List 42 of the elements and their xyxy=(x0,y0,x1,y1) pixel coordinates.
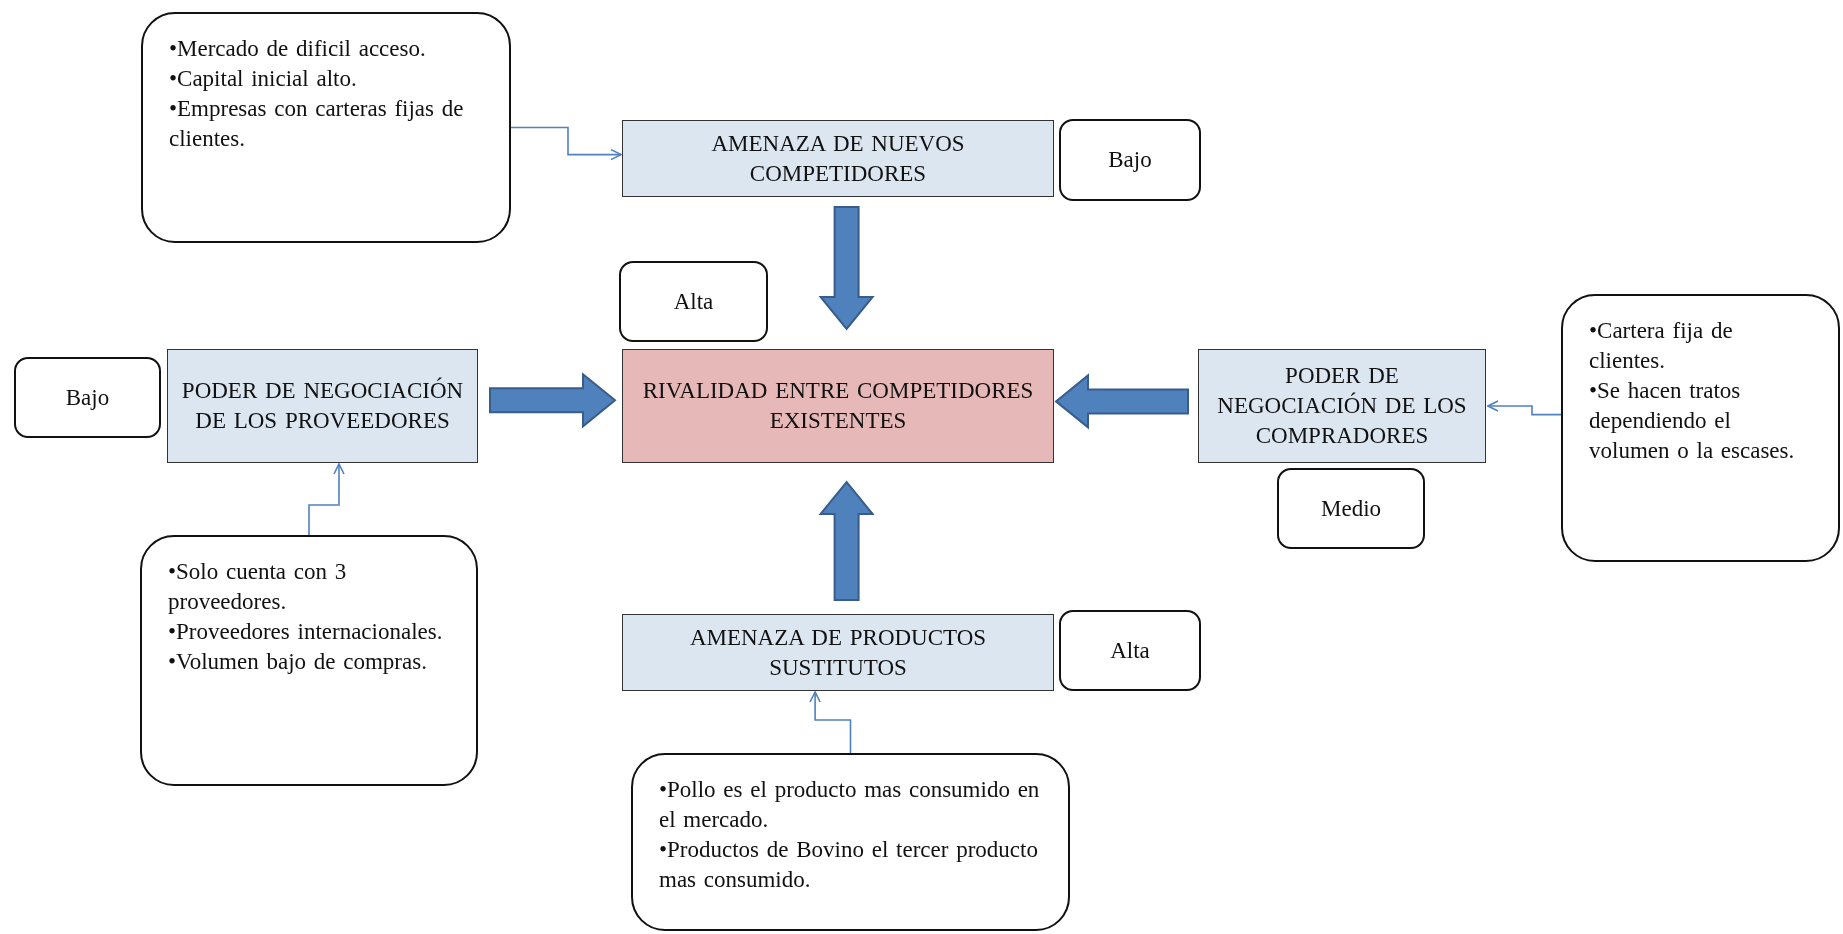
block-arrow xyxy=(818,480,875,601)
rating-box xyxy=(1059,119,1201,201)
block-arrow xyxy=(818,206,875,331)
callout-bubble xyxy=(141,12,511,243)
bullet-text: •Proveedores internacionales. xyxy=(168,617,443,646)
force-box xyxy=(622,120,1054,197)
connector-arrow xyxy=(1487,400,1562,416)
central-box xyxy=(622,349,1054,463)
rating-label: Medio xyxy=(1320,494,1382,523)
bullet-text: •Volumen bajo de compras. xyxy=(168,647,427,676)
bullet-text: •Mercado de dificil acceso. xyxy=(169,35,426,63)
rating-box xyxy=(619,261,768,342)
bullet-text: •Se hacen tratos dependiendo el volumen o la escases. xyxy=(1589,376,1796,465)
rating-label: Bajo xyxy=(65,383,110,412)
connector-arrow xyxy=(308,463,345,536)
force-label: PODER DE NEGOCIACIÓN DE LOS PROVEEDORES xyxy=(180,376,465,435)
bullet-text: •Pollo es el producto mas consumido en el mercado. xyxy=(659,776,1041,834)
force-box xyxy=(622,614,1054,691)
bullet-text: •Empresas con carteras fijas de clientes. xyxy=(169,94,465,153)
connector-arrow xyxy=(510,126,622,161)
callout-bubble xyxy=(140,535,478,786)
callout-bubble xyxy=(631,753,1070,931)
rating-box xyxy=(1277,468,1425,549)
rating-box xyxy=(1059,610,1201,691)
rating-box xyxy=(14,357,161,438)
connector-arrow xyxy=(809,691,852,754)
force-box xyxy=(1198,349,1486,463)
block-arrow xyxy=(489,372,617,429)
block-arrow xyxy=(1054,373,1189,430)
bullet-text: •Solo cuenta con 3 proveedores. xyxy=(168,558,348,616)
force-box xyxy=(167,349,478,463)
bullet-text: •Capital inicial alto. xyxy=(169,64,357,93)
bullet-text: •Cartera fija de clientes. xyxy=(1589,317,1734,375)
force-label: AMENAZA DE PRODUCTOS SUSTITUTOS xyxy=(688,623,988,682)
rating-label: Alta xyxy=(673,287,714,316)
force-label: PODER DE NEGOCIACIÓN DE LOS COMPRADORES xyxy=(1216,362,1468,450)
rating-label: Alta xyxy=(1110,636,1150,665)
force-label: AMENAZA DE NUEVOS COMPETIDORES xyxy=(710,129,966,188)
callout-bubble xyxy=(1561,294,1840,562)
central-label: RIVALIDAD ENTRE COMPETIDORES EXISTENTES xyxy=(641,377,1035,435)
rating-label: Bajo xyxy=(1108,146,1152,175)
bullet-text: •Productos de Bovino el tercer producto mas consumido. xyxy=(659,835,1039,894)
